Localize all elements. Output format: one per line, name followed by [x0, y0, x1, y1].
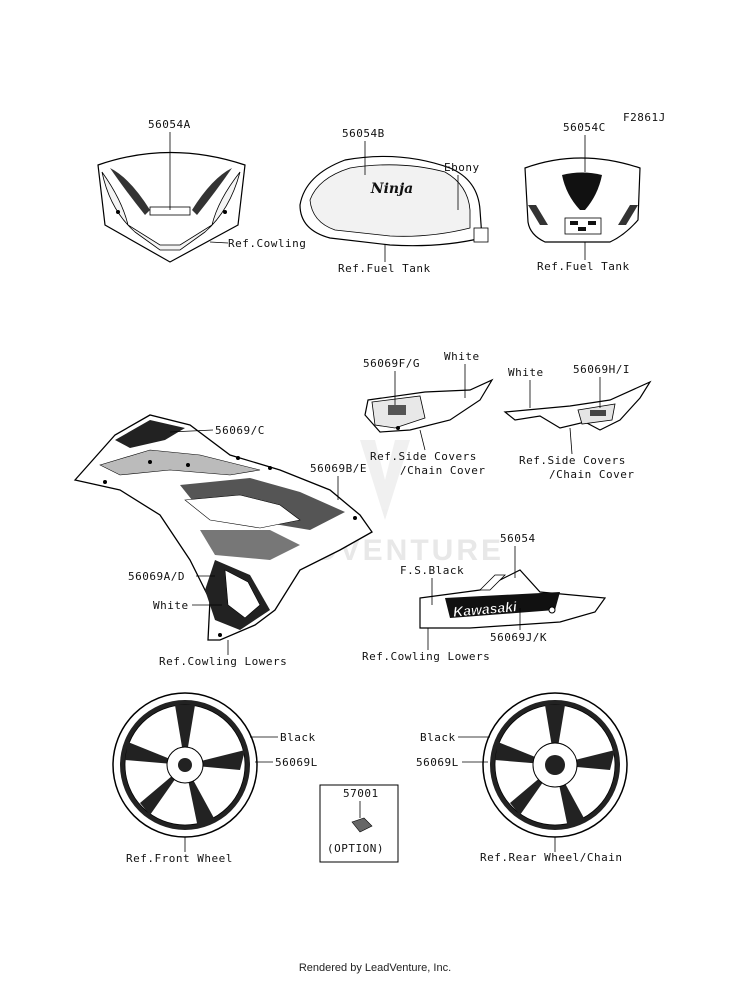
label-56069l-1: 56069L: [275, 756, 318, 769]
label-white-1: White: [444, 350, 480, 363]
leader-ref-cowling: [209, 241, 229, 244]
leader-56069c: [169, 429, 214, 433]
label-ref-cowling: Ref.Cowling: [228, 237, 306, 250]
label-ref-side-covers-1a: Ref.Side Covers: [370, 450, 477, 463]
label-56069be: 56069B/E: [310, 462, 367, 475]
label-ref-cowling-lowers-1: Ref.Cowling Lowers: [159, 655, 287, 668]
label-black-1: Black: [280, 731, 316, 744]
windscreen-decal-56054a[interactable]: [97, 151, 246, 263]
label-56069hi: 56069H/I: [573, 363, 630, 376]
lower-cowl-decal-56054[interactable]: Kawasaki: [419, 569, 607, 629]
label-ref-rear-wheel: Ref.Rear Wheel/Chain: [480, 851, 622, 864]
leader-ref-side-covers-2: [569, 427, 573, 455]
front-wheel-decal[interactable]: [112, 692, 258, 838]
label-56069c: 56069/C: [215, 424, 265, 437]
rear-wheel-decal[interactable]: [482, 692, 628, 838]
label-ref-side-covers-2b: /Chain Cover: [549, 468, 634, 481]
fairing-decal-56069[interactable]: [73, 414, 373, 641]
tank-decal-56054c[interactable]: [524, 157, 641, 243]
label-56069fg: 56069F/G: [363, 357, 420, 370]
tank-ninja-logo: Ninja: [370, 181, 413, 197]
label-57001: 57001: [343, 787, 379, 800]
leader-ref-side-covers-1: [419, 429, 426, 451]
label-56054c: 56054C: [563, 121, 606, 134]
label-white-3: White: [153, 599, 189, 612]
label-56054a: 56054A: [148, 118, 191, 131]
footer-credit: Rendered by LeadVenture, Inc.: [298, 962, 452, 974]
label-56069l-2: 56069L: [416, 756, 459, 769]
label-option: (OPTION): [327, 842, 384, 855]
label-ref-side-covers-2a: Ref.Side Covers: [519, 454, 626, 467]
side-cover-decal-56069hi[interactable]: [503, 380, 652, 431]
label-ref-side-covers-1b: /Chain Cover: [400, 464, 485, 477]
label-ref-front-wheel: Ref.Front Wheel: [126, 852, 233, 865]
tank-decal-56054b[interactable]: Ninja: [299, 155, 489, 247]
label-56069jk: 56069J/K: [490, 631, 547, 644]
label-ref-fuel-tank-2: Ref.Fuel Tank: [537, 260, 630, 273]
label-56069ad: 56069A/D: [128, 570, 185, 583]
fairing-kawasaki-logo: Kawasaki: [452, 598, 518, 620]
label-black-2: Black: [420, 731, 456, 744]
label-ref-cowling-lowers-2: Ref.Cowling Lowers: [362, 650, 490, 663]
label-56054: 56054: [500, 532, 536, 545]
option-part-icon: [351, 817, 373, 833]
label-56054b: 56054B: [342, 127, 385, 140]
label-ref-fuel-tank-1: Ref.Fuel Tank: [338, 262, 431, 275]
label-fs-black: F.S.Black: [400, 564, 464, 577]
label-ebony: Ebony: [444, 161, 480, 174]
option-box-57001[interactable]: [319, 784, 399, 863]
figure-code: F2861J: [623, 111, 666, 124]
side-cover-decal-56069fg[interactable]: [364, 378, 494, 433]
label-white-2: White: [508, 366, 544, 379]
